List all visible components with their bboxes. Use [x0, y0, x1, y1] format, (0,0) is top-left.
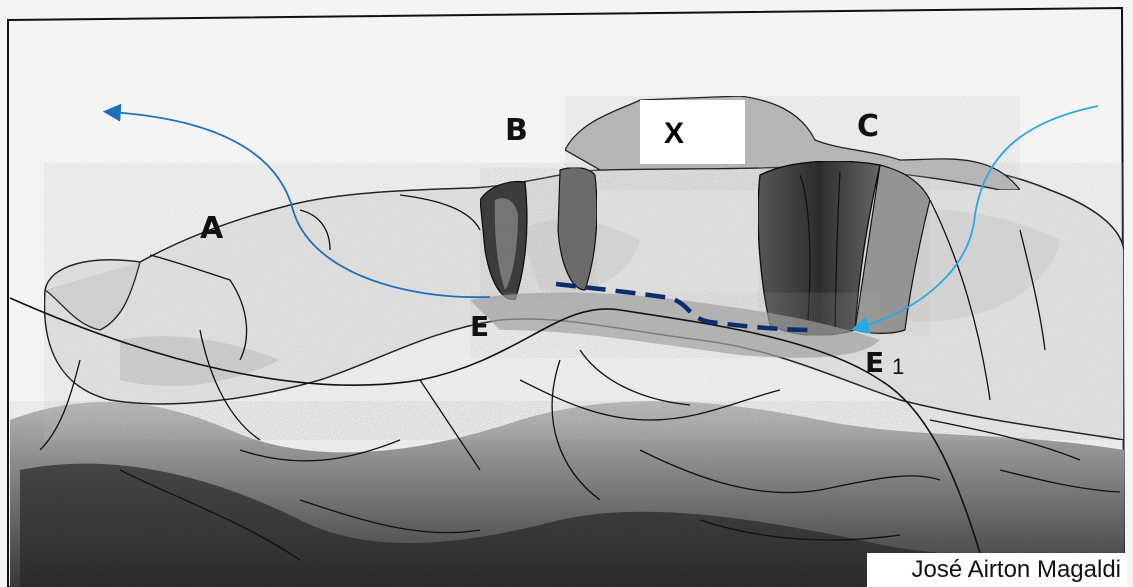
label-x: X	[664, 117, 684, 150]
label-b: B	[505, 113, 528, 148]
label-c: C	[857, 109, 879, 144]
label-e1-subscript: 1	[892, 354, 904, 379]
label-e1-letter: E	[865, 346, 884, 379]
author-credit: José Airton Magaldi	[867, 553, 1127, 587]
label-e: E	[470, 310, 489, 343]
label-a: A	[200, 211, 224, 246]
x-label-box	[640, 100, 745, 164]
